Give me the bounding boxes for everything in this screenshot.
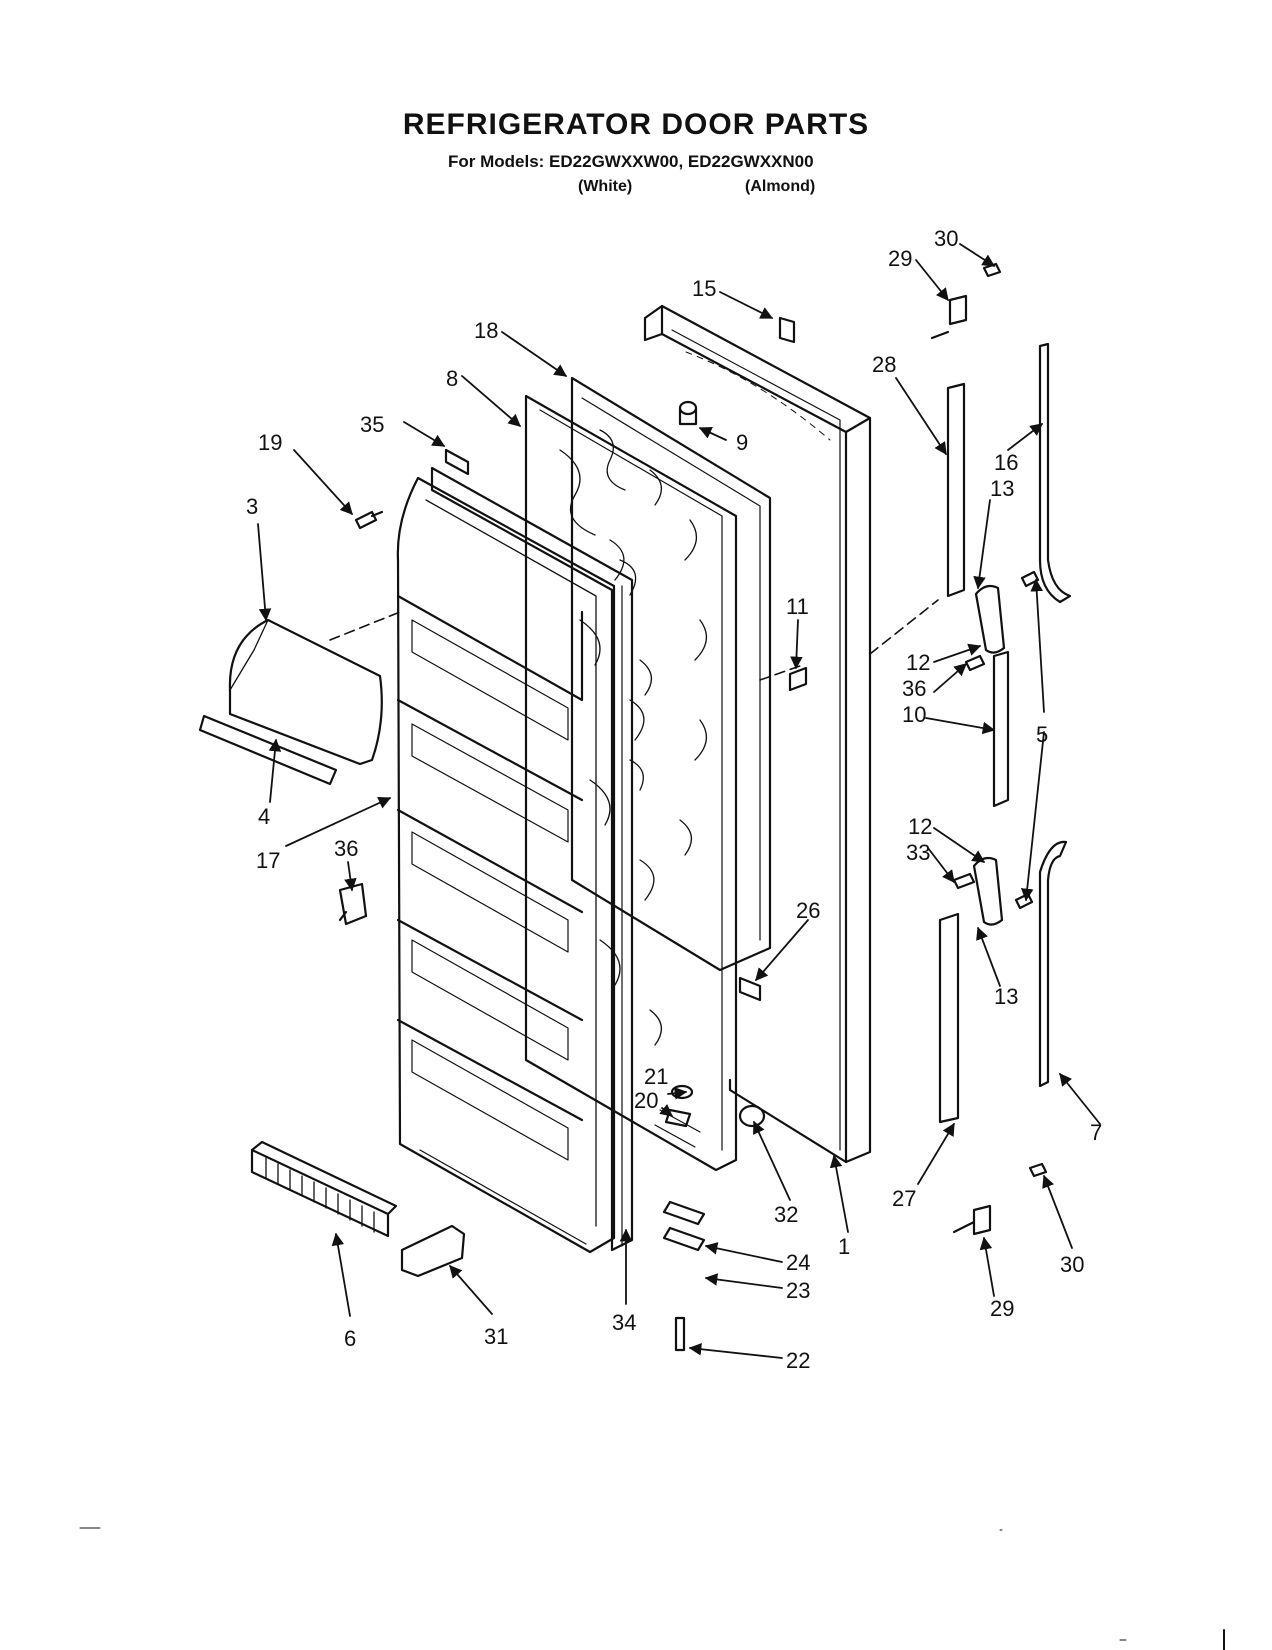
part-36-screw xyxy=(964,654,986,672)
part-31-trim-piece xyxy=(400,1224,466,1278)
part-30-screw-bottom xyxy=(1028,1162,1048,1178)
callout-labels: 15 18 8 35 19 3 4 17 36 9 11 29 30 28 16… xyxy=(246,226,1102,1373)
callout-31: 31 xyxy=(484,1324,508,1349)
variant-almond-label: (Almond) xyxy=(745,178,816,195)
callout-22: 22 xyxy=(786,1348,810,1373)
callout-15: 15 xyxy=(692,276,716,301)
part-28-handle-upper xyxy=(946,382,966,598)
callout-30-bottom: 30 xyxy=(1060,1252,1084,1277)
callout-20: 20 xyxy=(634,1088,658,1113)
part-20-cam xyxy=(664,1108,692,1128)
callout-29-top: 29 xyxy=(888,246,912,271)
callout-13-upper: 13 xyxy=(990,476,1014,501)
callout-11: 11 xyxy=(786,594,809,619)
scan-artifacts xyxy=(79,1527,1127,1641)
callout-30-top: 30 xyxy=(934,226,958,251)
callout-8: 8 xyxy=(446,366,458,391)
callout-10: 10 xyxy=(902,702,926,727)
callout-36-left: 36 xyxy=(334,836,358,861)
callout-34: 34 xyxy=(612,1310,636,1335)
part-10-handle-middle xyxy=(992,650,1010,808)
callout-7: 7 xyxy=(1090,1120,1102,1145)
callout-23: 23 xyxy=(786,1278,810,1303)
callout-32: 32 xyxy=(774,1202,798,1227)
callout-17: 17 xyxy=(256,848,280,873)
part-13-end-cap-lower xyxy=(972,856,1004,926)
callout-12-upper: 12 xyxy=(906,650,930,675)
callout-28: 28 xyxy=(872,352,896,377)
part-3-shelf-cover xyxy=(228,618,383,766)
callout-leaders xyxy=(257,243,1101,1359)
lower-hinge-assembly xyxy=(662,1200,706,1352)
callout-35: 35 xyxy=(360,412,384,437)
part-36-bracket-left xyxy=(338,882,368,926)
part-29-hinge-top xyxy=(930,294,968,340)
callout-19: 19 xyxy=(258,430,282,455)
part-4-shelf-rail xyxy=(198,714,338,786)
callout-9: 9 xyxy=(736,430,748,455)
callout-5: 5 xyxy=(1036,722,1048,747)
part-27-handle-lower xyxy=(938,912,960,1124)
callout-27: 27 xyxy=(892,1186,916,1211)
callout-12-lower: 12 xyxy=(908,814,932,839)
callout-26: 26 xyxy=(796,898,820,923)
part-33-screw xyxy=(952,872,976,890)
part-30-screw-top xyxy=(982,262,1002,278)
callout-6: 6 xyxy=(344,1326,356,1351)
callout-13-lower: 13 xyxy=(994,984,1018,1009)
callout-18: 18 xyxy=(474,318,498,343)
part-18-foam-insulation xyxy=(570,376,772,972)
callout-33: 33 xyxy=(906,840,930,865)
part-26-clip xyxy=(738,976,762,1002)
part-13-end-cap-upper xyxy=(974,584,1006,654)
part-8-inner-liner-panel xyxy=(524,394,738,1172)
callout-36-right: 36 xyxy=(902,676,926,701)
callout-1: 1 xyxy=(838,1234,850,1259)
part-9-plug xyxy=(678,400,698,426)
part-7-handle-trim-lower xyxy=(1038,840,1068,1088)
models-subtitle: For Models: ED22GWXXW00, ED22GWXXN00 xyxy=(448,152,814,171)
part-16-handle-trim xyxy=(1038,342,1072,604)
callout-4: 4 xyxy=(258,804,270,829)
callout-29-bottom: 29 xyxy=(990,1296,1014,1321)
part-34-door-gasket xyxy=(430,466,634,1252)
part-6-grille xyxy=(250,1140,398,1238)
part-1-outer-door-panel xyxy=(643,304,872,1164)
callout-21: 21 xyxy=(644,1064,668,1089)
part-15-label xyxy=(778,316,796,344)
part-19-screw xyxy=(354,510,384,530)
callout-16: 16 xyxy=(994,450,1018,475)
part-32-plug xyxy=(738,1104,766,1128)
callout-3: 3 xyxy=(246,494,258,519)
part-17-door-liner xyxy=(396,476,616,1254)
callout-24: 24 xyxy=(786,1250,810,1275)
part-11-clip xyxy=(788,666,808,692)
diagram-title: REFRIGERATOR DOOR PARTS xyxy=(402,108,870,141)
part-35-retainer xyxy=(444,448,470,476)
part-5-screws xyxy=(1014,570,1040,910)
part-29-hinge-bottom xyxy=(952,1204,992,1236)
variant-white-label: (White) xyxy=(578,178,633,195)
